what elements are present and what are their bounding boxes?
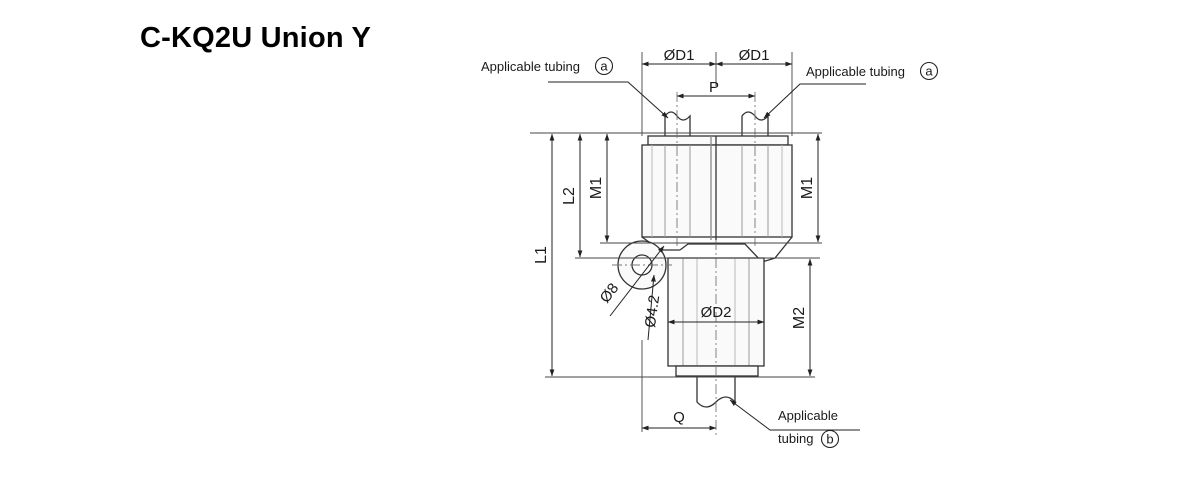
dim-q: Q [673,409,685,426]
dim-l2: L2 [561,187,578,205]
dim-m2: M2 [791,307,808,329]
page-title: C-KQ2U Union Y [140,22,372,54]
callout-tubing-left: Applicable tubing [481,59,580,74]
callout-labels: Applicable tubing a Applicable tubing a … [481,56,939,449]
callout-tubing-bottom-line1: Applicable [778,408,838,423]
marker-a-left-label: a [600,59,608,74]
dim-d1-left: ØD1 [664,47,695,64]
dim-l1: L1 [533,246,550,264]
dim-pitch: P [709,79,719,96]
callout-tubing-bottom-line2: tubing [778,431,813,446]
dim-m1-right: M1 [799,177,816,199]
centerlines [612,92,756,435]
dim-hole-inner: Ø4.2 [642,294,663,329]
marker-a-right-icon: a [919,61,939,81]
dim-hole-outer: Ø8 [597,280,623,306]
marker-b-icon: b [820,429,840,449]
callout-tubing-right: Applicable tubing [806,64,905,79]
dimension-lines [549,61,821,431]
tube-upper-left [664,111,691,136]
extension-lines [530,52,822,432]
dim-d1-right: ØD1 [739,47,770,64]
marker-a-left-icon: a [594,56,614,76]
marker-b-label: b [826,432,833,447]
dim-d2: ØD2 [701,304,732,321]
fitting-body [617,135,793,377]
dim-m1-left: M1 [588,177,605,199]
marker-a-right-label: a [925,64,933,79]
